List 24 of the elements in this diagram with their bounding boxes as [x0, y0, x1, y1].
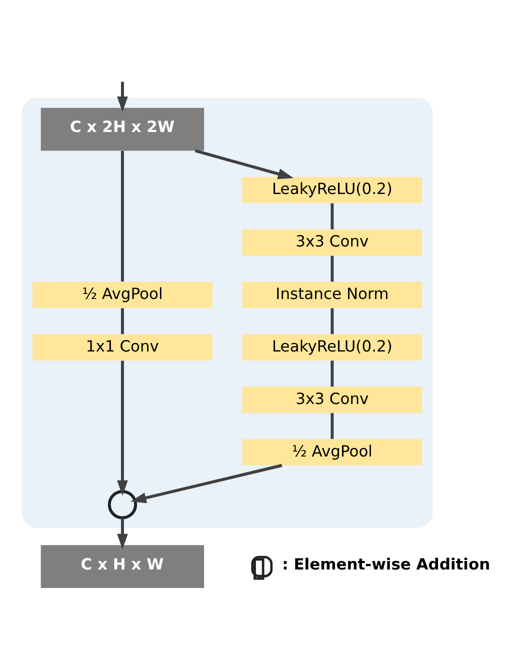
node-box: 3x3 Conv — [242, 386, 422, 412]
connector — [330, 255, 334, 282]
connector — [330, 308, 334, 334]
node-box: 3x3 Conv — [242, 228, 422, 256]
node-box: LeakyReLU(0.2) — [242, 176, 422, 203]
node-box: LeakyReLU(0.2) — [242, 334, 422, 360]
node-circle — [108, 490, 138, 519]
arrow — [117, 81, 128, 112]
connector — [330, 360, 334, 386]
connector — [330, 202, 334, 229]
connector — [330, 412, 334, 438]
node-box: ½ AvgPool — [242, 438, 422, 465]
node-box: C x 2H x 2W — [40, 107, 204, 150]
arrow — [117, 517, 128, 549]
arrow — [130, 463, 282, 503]
node-box: ½ AvgPool — [32, 281, 212, 308]
legend-label: : Element-wise Addition — [282, 554, 490, 573]
node-box: 1x1 Conv — [32, 334, 212, 360]
node-box: C x H x W — [40, 544, 204, 588]
arrow — [194, 148, 294, 179]
node-box: Instance Norm — [242, 281, 422, 308]
connector — [120, 150, 124, 282]
connector — [120, 308, 124, 334]
arrow — [117, 360, 128, 496]
